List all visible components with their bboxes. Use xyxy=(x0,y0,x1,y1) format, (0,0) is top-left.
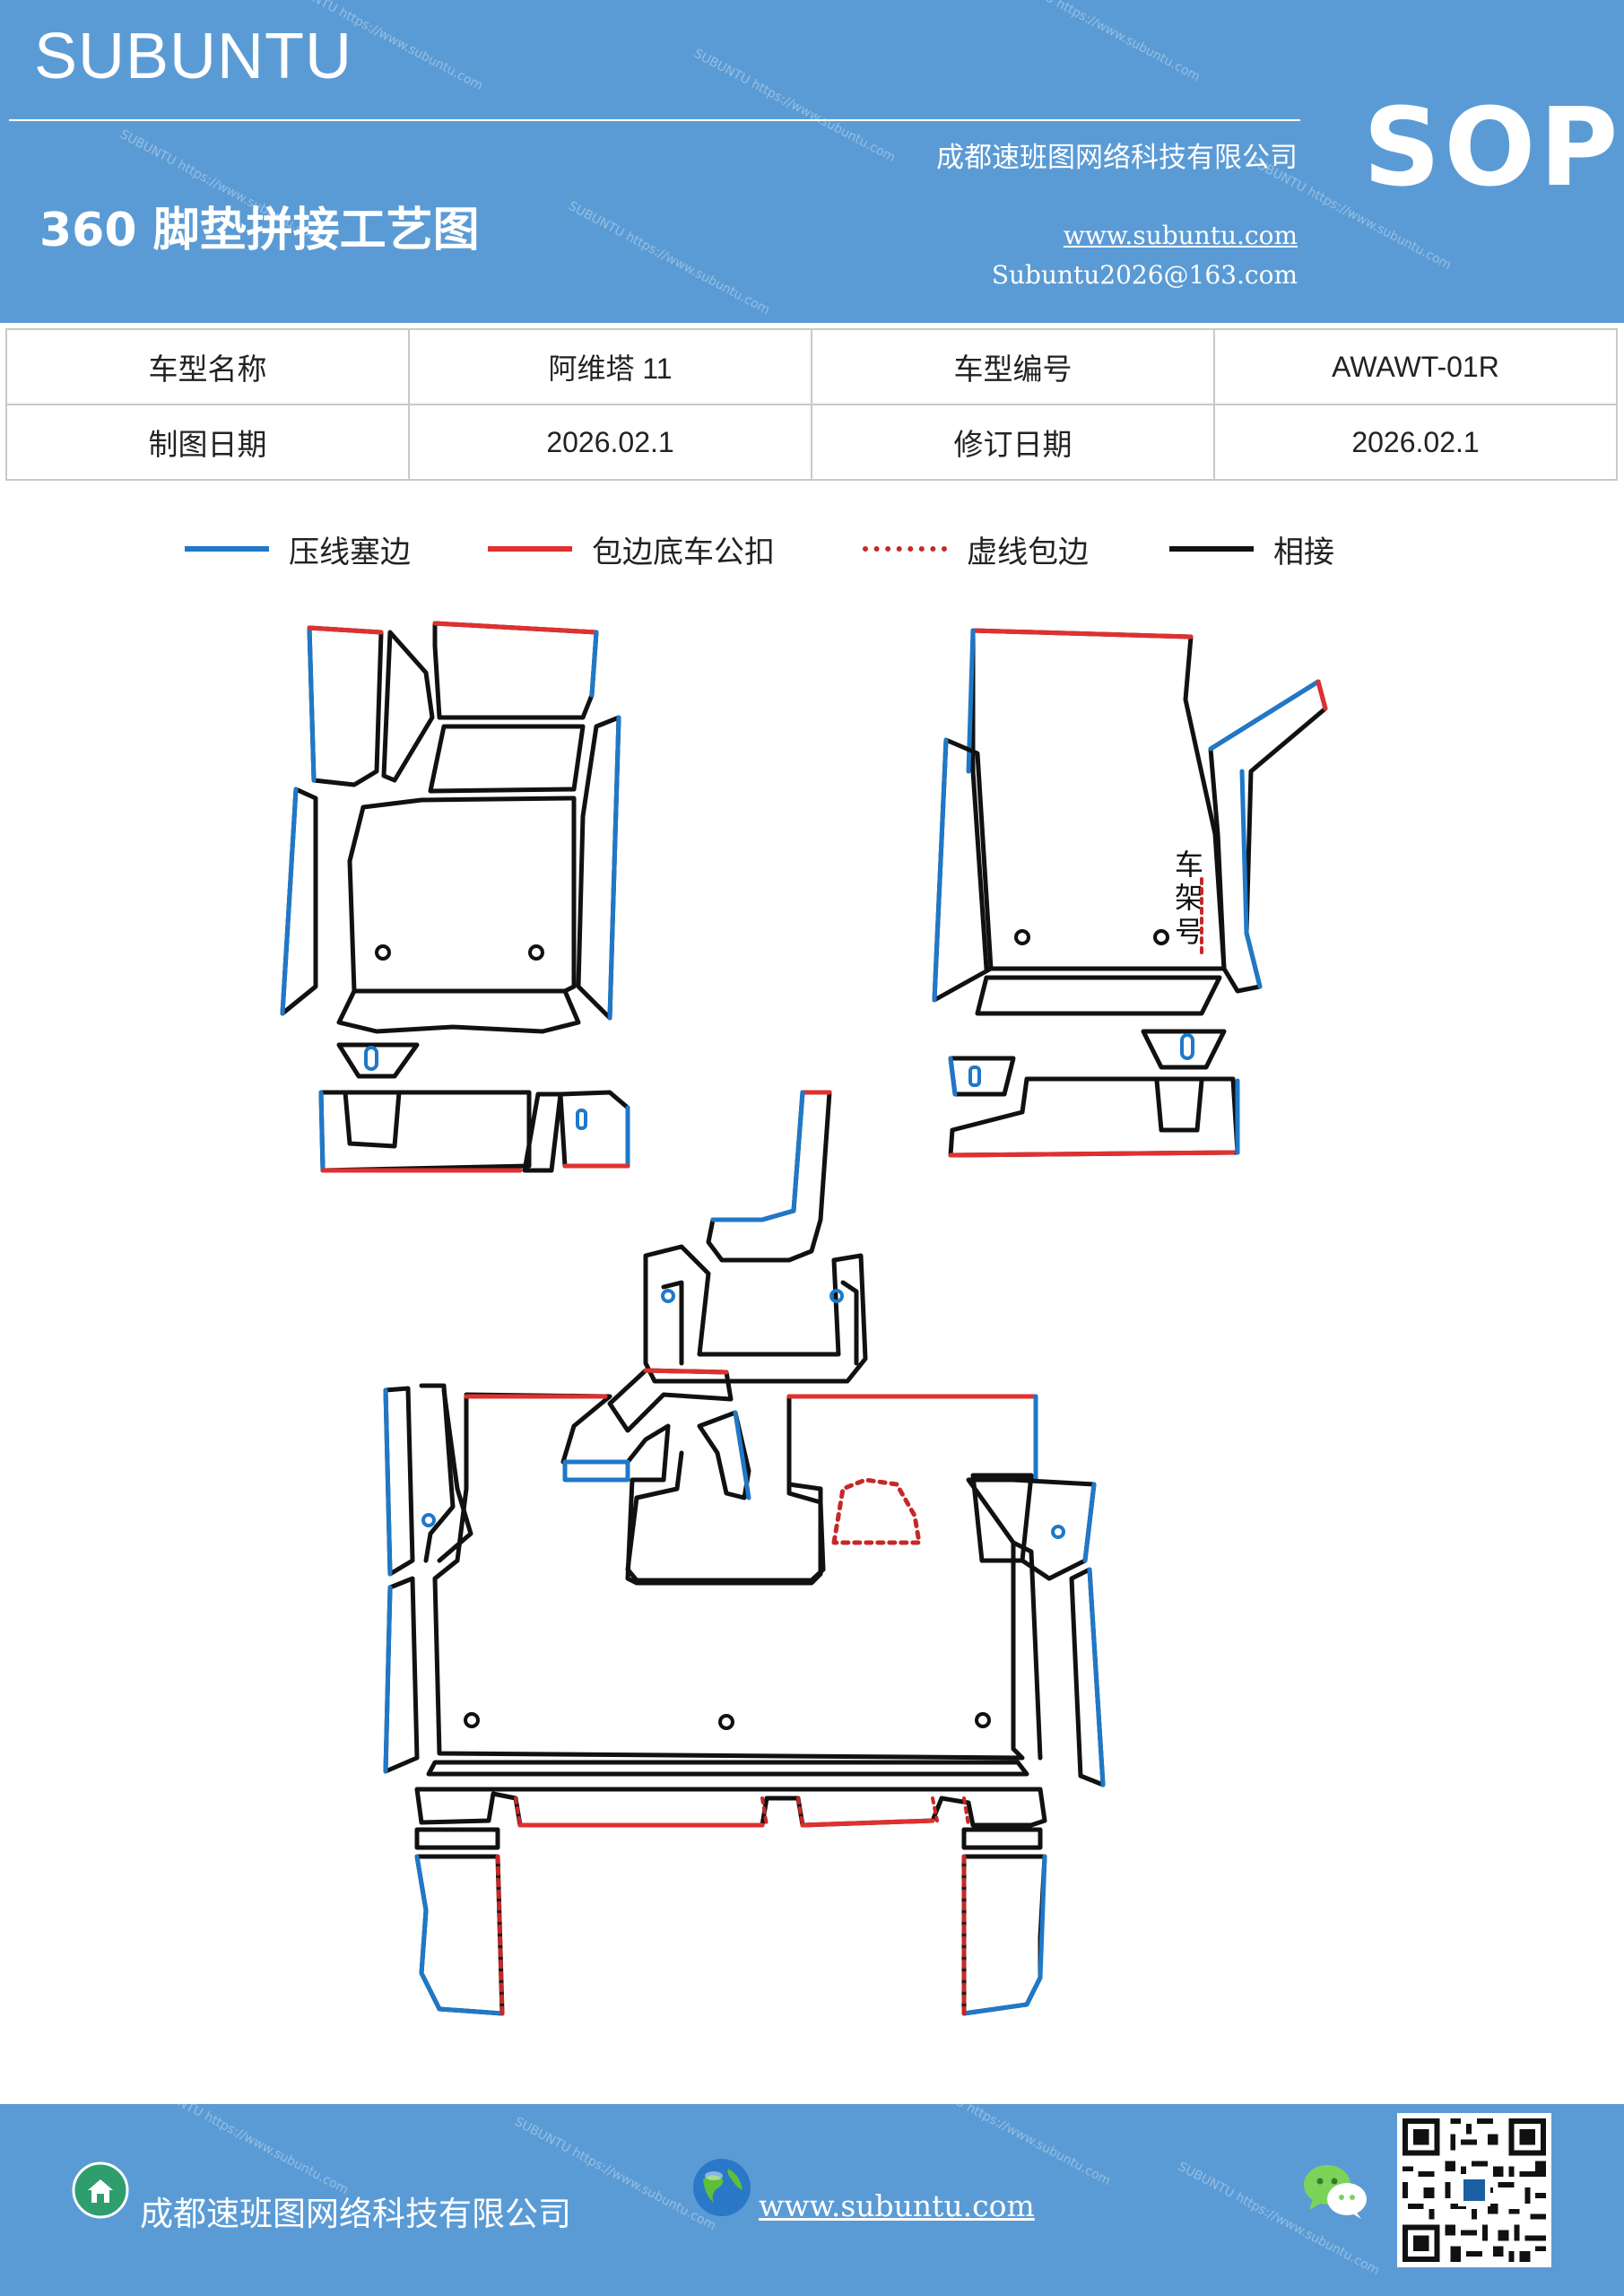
legend-press-edge: 压线塞边 xyxy=(185,524,411,574)
model-code-value: AWAWT-01R xyxy=(1213,328,1618,405)
legend-label: 包边底车公扣 xyxy=(592,534,775,570)
qr-code-icon xyxy=(1397,2113,1551,2267)
header-email: Subuntu2026@163.com xyxy=(991,260,1298,290)
legend-label: 虚线包边 xyxy=(967,534,1089,570)
vehicle-info-table: 车型名称 阿维塔 11 车型编号 AWAWT-01R 制图日期 2026.02.… xyxy=(5,328,1618,481)
revise-date-label: 修订日期 xyxy=(811,404,1215,481)
draw-date-value: 2026.02.1 xyxy=(408,404,812,481)
footer-website-link[interactable]: www.subuntu.com xyxy=(759,2188,1035,2223)
watermark: SUBUNTU https://www.subuntu.com xyxy=(995,0,1203,85)
legend-label: 压线塞边 xyxy=(289,534,411,570)
header-company: 成都速班图网络科技有限公司 xyxy=(936,142,1298,174)
footer-banner: SUBUNTU https://www.subuntu.com SUBUNTU … xyxy=(0,2104,1624,2296)
watermark: SUBUNTU https://www.subuntu.com xyxy=(565,198,772,318)
header-website-link[interactable]: www.subuntu.com xyxy=(1063,221,1298,250)
model-name-label: 车型名称 xyxy=(5,328,410,405)
floor-mat-diagram: 车 架 号 xyxy=(280,621,1328,2016)
document-title: 360 脚垫拼接工艺图 xyxy=(39,204,480,257)
frame-number-char: 架 xyxy=(1175,881,1203,915)
table-row: 制图日期 2026.02.1 修订日期 2026.02.1 xyxy=(5,404,1618,481)
globe-icon xyxy=(693,2159,751,2216)
header-divider xyxy=(9,119,1300,121)
rear-mat-group xyxy=(383,1368,1106,2016)
model-name-value: 阿维塔 11 xyxy=(408,328,812,405)
watermark: SUBUNTU https://www.subuntu.com xyxy=(906,2104,1113,2189)
sop-badge: SOP xyxy=(1363,86,1622,211)
wechat-icon[interactable] xyxy=(1300,2160,1368,2222)
legend-swatch-wrap xyxy=(488,546,572,552)
home-icon xyxy=(72,2161,129,2219)
left-front-mat-group xyxy=(280,621,630,1173)
legend-swatch-press xyxy=(185,546,269,552)
legend-join: 相接 xyxy=(1169,524,1334,574)
legend-dashed-wrap: 虚线包边 xyxy=(863,524,1089,574)
draw-date-label: 制图日期 xyxy=(5,404,410,481)
watermark: SUBUNTU https://www.subuntu.com xyxy=(143,2104,351,2198)
frame-number-char: 号 xyxy=(1175,915,1203,949)
header-banner: SUBUNTU https://www.subuntu.com SUBUNTU … xyxy=(0,0,1624,323)
model-code-label: 车型编号 xyxy=(811,328,1215,405)
right-front-mat-group: 车 架 号 xyxy=(932,628,1328,1158)
frame-number-char: 车 xyxy=(1175,848,1203,882)
footer-company: 成都速班图网络科技有限公司 xyxy=(140,2195,571,2233)
revise-date-value: 2026.02.1 xyxy=(1213,404,1618,481)
legend-label: 相接 xyxy=(1273,534,1334,570)
legend-swatch-join xyxy=(1169,546,1254,552)
legend-wrap-edge: 包边底车公扣 xyxy=(488,524,775,574)
table-row: 车型名称 阿维塔 11 车型编号 AWAWT-01R xyxy=(5,328,1618,405)
watermark: SUBUNTU https://www.subuntu.com xyxy=(690,46,898,166)
console-mat-group xyxy=(643,1090,868,1384)
brand-logo-text: SUBUNTU xyxy=(34,21,353,92)
legend-swatch-dashed xyxy=(863,546,947,552)
